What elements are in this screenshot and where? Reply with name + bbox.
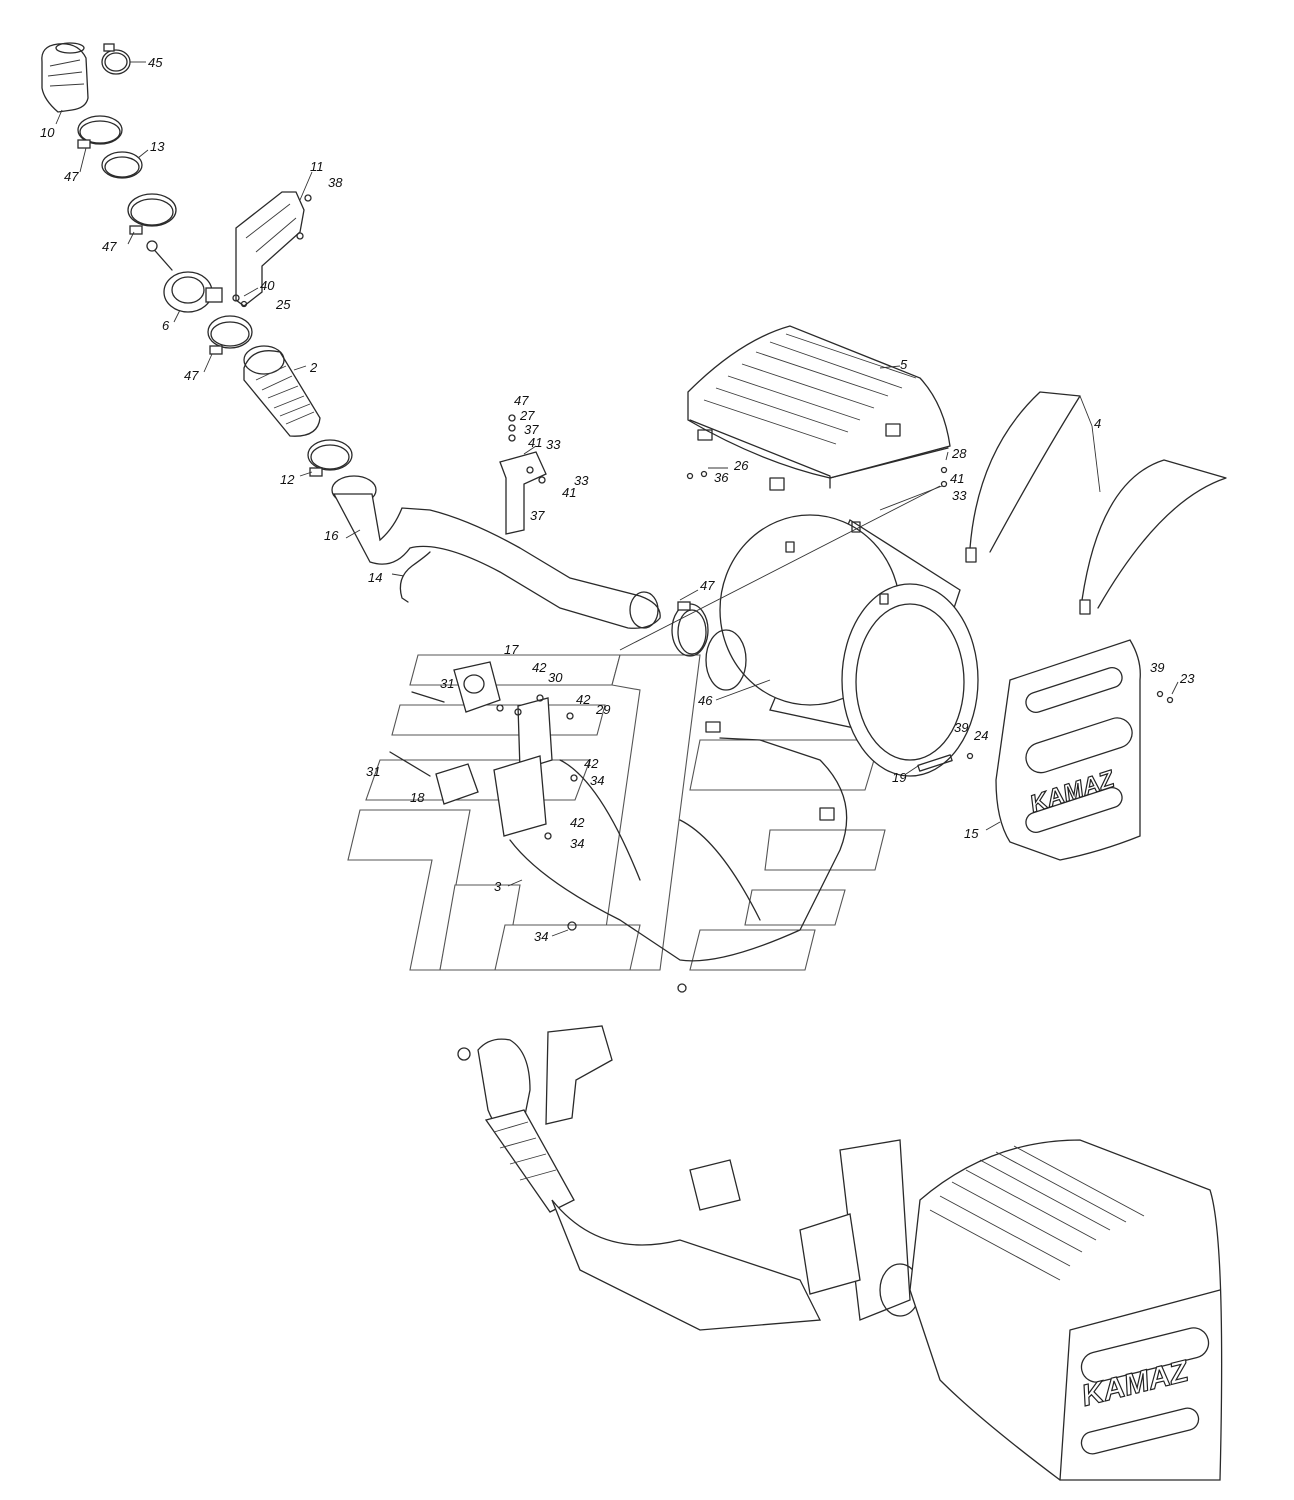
strap-4	[965, 391, 1227, 615]
clamp-ring-47a	[77, 115, 123, 149]
hose-clamp-45	[101, 43, 131, 75]
callout-27: 47	[514, 393, 529, 408]
callout-33: 33	[574, 473, 589, 488]
support-bracket-12	[499, 414, 547, 535]
callout-6: 6	[162, 318, 170, 333]
clamp-ring-47b	[127, 193, 177, 235]
callout-46: 46	[698, 693, 713, 708]
u-bolt-14	[399, 551, 431, 603]
clamp-ring-47d	[307, 439, 353, 477]
callout-47: 12	[280, 472, 295, 487]
callout-33: 33	[952, 488, 967, 503]
callout-39: 39	[954, 720, 968, 735]
callout-30: 30	[548, 670, 563, 685]
callout-28: 28	[951, 446, 967, 461]
callout-47: 47	[700, 578, 715, 593]
callout-25: 25	[275, 297, 291, 312]
callout-29: 29	[595, 702, 610, 717]
callout-18: 18	[410, 790, 425, 805]
callout-37: 37	[530, 508, 545, 523]
clamp-ring-47e	[671, 601, 709, 657]
callout-13: 13	[150, 139, 165, 154]
callout-39: 39	[1150, 660, 1164, 675]
callout-31: 31	[440, 676, 454, 691]
callout-37: 27	[519, 408, 535, 423]
callout-34: 34	[570, 836, 584, 851]
callout-45: 45	[148, 55, 163, 70]
callout-36: 36	[714, 470, 729, 485]
callout-41: 41	[950, 471, 964, 486]
callout-42: 42	[570, 815, 585, 830]
cradle-bracket-3	[509, 721, 848, 993]
leader-lines	[55, 61, 1179, 937]
mount-blocks-17-18	[389, 661, 553, 837]
callout-26: 26	[733, 458, 749, 473]
callout-34: 34	[590, 773, 604, 788]
air-intake-hood	[41, 42, 89, 113]
air-filter-housing-46	[705, 514, 979, 777]
callout-12: 33	[546, 437, 561, 452]
callout-16: 16	[324, 528, 339, 543]
watermark-logo	[347, 654, 886, 971]
end-cover-15: KAMAZ	[995, 639, 1141, 861]
callout-47: 47	[64, 169, 79, 184]
grille-cover-5	[687, 325, 951, 491]
callout-15: 15	[964, 826, 979, 841]
callout-42: 42	[532, 660, 547, 675]
callout-5: 5	[900, 357, 908, 372]
callout-41: 37	[524, 422, 539, 437]
callout-40: 40	[260, 278, 275, 293]
callout-33: 41	[528, 435, 542, 450]
clamp-ring-47c	[207, 315, 253, 355]
callout-11: 11	[310, 159, 324, 174]
callout-24: 24	[973, 728, 988, 743]
callout-23: 23	[1179, 671, 1195, 686]
intake-pipe-16	[331, 475, 661, 629]
callout-4: 4	[1094, 416, 1101, 431]
callout-38: 38	[328, 175, 343, 190]
callout-31: 31	[366, 764, 380, 779]
callout-47: 47	[184, 368, 199, 383]
small-hardware	[496, 466, 1174, 840]
bracket-11	[235, 191, 312, 307]
callout-42: 42	[584, 756, 599, 771]
callout-3: 3	[494, 879, 502, 894]
callout-17: 17	[504, 642, 519, 657]
callout-14: 14	[368, 570, 382, 585]
sleeve-ring-13	[101, 151, 143, 179]
callout-47: 47	[102, 239, 117, 254]
callout-19: 19	[892, 770, 906, 785]
callout-34: 34	[534, 929, 548, 944]
callout-42: 42	[576, 692, 591, 707]
indicator-6	[146, 240, 248, 313]
corrugated-hose-2	[243, 345, 321, 437]
assembled-view: KAMAZ	[457, 1025, 1223, 1481]
callout-2: 2	[309, 360, 318, 375]
callout-labels: 45 10 13 47 11 38 47 40 25 6 47 2 47 27 …	[40, 55, 1195, 944]
callout-10: 10	[40, 125, 55, 140]
callout-41: 41	[562, 485, 576, 500]
